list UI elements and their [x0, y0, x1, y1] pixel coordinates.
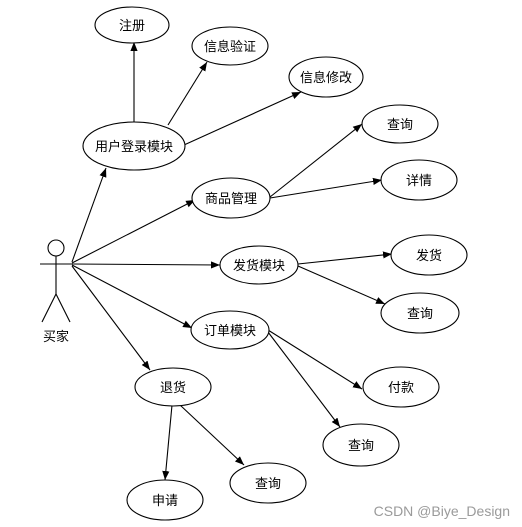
label-ship-send: 发货 — [416, 248, 442, 264]
label-info-edit: 信息修改 — [300, 70, 352, 86]
use-case-order-query[interactable] — [322, 423, 400, 467]
label-info-verify: 信息验证 — [204, 39, 256, 55]
use-case-ship-send[interactable] — [390, 234, 468, 276]
use-case-labels: 注册 信息验证 信息修改 用户登录模块 商品管理 查询 详情 发货模块 发货 查… — [95, 19, 442, 509]
use-case-user-login[interactable] — [82, 121, 186, 171]
use-case-order-pay[interactable] — [362, 366, 440, 408]
edge-refund-apply — [162, 404, 173, 481]
use-case-refund-query[interactable] — [229, 462, 307, 504]
label-ship-module: 发货模块 — [233, 258, 285, 274]
actor-left-leg — [41, 293, 57, 323]
label-product-query: 查询 — [387, 118, 413, 133]
label-product-detail: 详情 — [406, 174, 432, 189]
use-cases — [82, 6, 468, 521]
label-refund: 退货 — [160, 380, 186, 396]
use-case-refund-apply[interactable] — [126, 479, 204, 521]
edge-product-query — [269, 123, 363, 198]
use-case-product-query[interactable] — [361, 104, 439, 144]
actor-label: 买家 — [43, 329, 69, 345]
use-case-register[interactable] — [94, 6, 170, 44]
use-case-product-detail[interactable] — [380, 159, 458, 201]
actor-head — [47, 239, 65, 257]
label-product-mgmt: 商品管理 — [205, 192, 257, 207]
edge-actor-refund — [71, 265, 151, 371]
label-refund-query: 查询 — [255, 477, 281, 492]
edge-actor-ship-module — [71, 261, 221, 269]
label-order-module: 订单模块 — [204, 324, 256, 339]
use-case-ship-query[interactable] — [380, 292, 460, 334]
edge-actor-user-login — [71, 167, 107, 263]
use-case-info-edit[interactable] — [288, 56, 364, 98]
edge-actor-product-mgmt — [71, 199, 196, 264]
label-ship-query: 查询 — [407, 307, 433, 322]
edge-order-query — [267, 331, 341, 428]
edge-login-verify — [167, 61, 208, 126]
label-order-query: 查询 — [348, 439, 374, 454]
edge-ship-send — [297, 251, 393, 265]
edge-refund-query — [179, 404, 245, 466]
edge-product-detail — [269, 177, 383, 199]
connectors — [71, 42, 393, 481]
use-case-product-mgmt[interactable] — [191, 177, 271, 219]
label-order-pay: 付款 — [388, 381, 414, 396]
use-case-refund[interactable] — [134, 367, 212, 407]
edge-actor-order-module — [71, 264, 193, 329]
label-refund-apply: 申请 — [152, 494, 178, 509]
edge-ship-query — [297, 265, 386, 305]
watermark: CSDN @Biye_Design — [373, 503, 510, 519]
use-case-ship-module[interactable] — [219, 245, 299, 285]
actor-buyer — [40, 239, 72, 323]
label-user-login: 用户登录模块 — [95, 139, 173, 155]
label-register: 注册 — [119, 19, 145, 34]
use-case-order-module[interactable] — [190, 310, 270, 350]
use-case-info-verify[interactable] — [191, 26, 269, 66]
edge-login-edit — [183, 91, 302, 146]
actor-right-leg — [55, 293, 71, 323]
edge-order-pay — [267, 329, 363, 390]
